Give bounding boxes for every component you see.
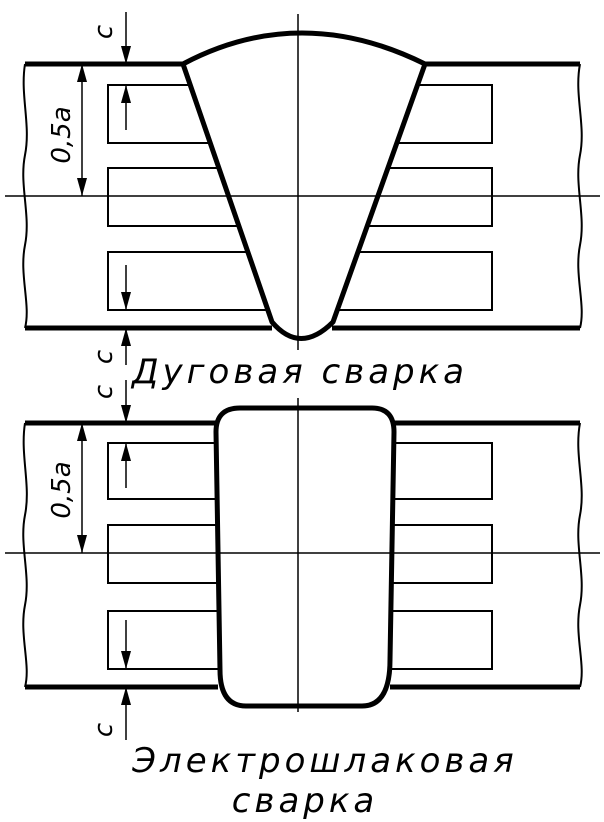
arc-weld-bead: [180, 30, 428, 341]
arc-welding-caption: Дуговая сварка: [130, 352, 468, 392]
electroslag-welding-panel: c 0,5a c Электрошлаковая сварка: [5, 380, 600, 821]
dim-half-a-arrowhead: [77, 423, 87, 441]
dim-c-arrowhead: [121, 292, 131, 310]
electroslag-caption-line1: Электрошлаковая: [131, 741, 517, 781]
right-break-line: [577, 63, 583, 329]
dim-c-arrowhead: [121, 651, 131, 669]
dim-c-label: c: [89, 723, 119, 737]
right-break-line: [577, 422, 583, 688]
dim-half-a-arrowhead: [77, 178, 87, 196]
left-break-line: [22, 63, 28, 329]
left-break-line: [22, 422, 28, 688]
dim-c-arrowhead: [121, 687, 131, 705]
dim-half-a-label: 0,5a: [47, 461, 77, 518]
dim-c-label: c: [89, 350, 119, 364]
dim-c-arrowhead: [121, 443, 131, 461]
dim-c-label: c: [89, 25, 119, 39]
dim-half-a-arrowhead: [77, 64, 87, 82]
dim-half-a-label: 0,5a: [47, 106, 77, 163]
dim-c-arrowhead: [121, 405, 131, 423]
arc-welding-panel: c 0,5a c Дуговая сварка: [5, 12, 600, 392]
dim-c-label: c: [89, 385, 119, 399]
dim-c-arrowhead: [121, 85, 131, 103]
electroslag-caption-line2: сварка: [232, 781, 379, 821]
dim-c-arrowhead: [121, 328, 131, 346]
dim-half-a-arrowhead: [77, 535, 87, 553]
dim-c-arrowhead: [121, 46, 131, 64]
electroslag-weld-bead: [213, 405, 397, 709]
